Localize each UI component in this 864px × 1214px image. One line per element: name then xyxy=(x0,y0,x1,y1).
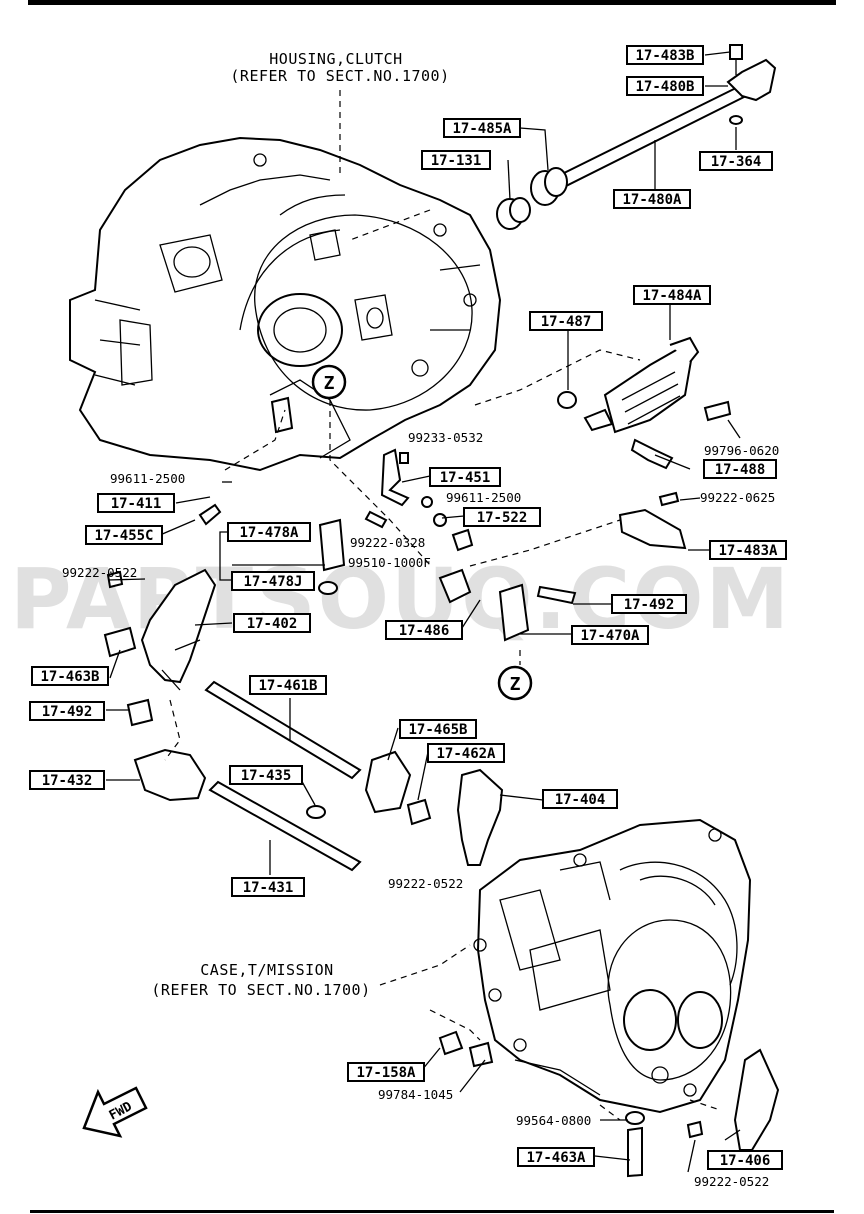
case-callout-line2: (REFER TO SECT.NO.1700) xyxy=(151,981,370,999)
part-label[interactable]: 17-455C xyxy=(85,525,163,545)
transmission-case-drawing xyxy=(473,818,752,1114)
svg-text:17-485A: 17-485A xyxy=(452,121,512,137)
svg-text:17-480B: 17-480B xyxy=(635,79,694,95)
svg-text:17-461B: 17-461B xyxy=(258,678,317,694)
svg-text:17-411: 17-411 xyxy=(111,496,162,512)
part-number[interactable]: 99222-0522 xyxy=(62,565,137,580)
svg-text:17-402: 17-402 xyxy=(247,616,298,632)
part-label[interactable]: 17-488 xyxy=(703,459,777,479)
part-number[interactable]: 99222-0328 xyxy=(350,535,425,550)
part-label[interactable]: 17-402 xyxy=(233,613,311,633)
svg-text:17-522: 17-522 xyxy=(477,510,528,526)
part-label[interactable]: 17-461B xyxy=(249,675,327,695)
svg-text:17-431: 17-431 xyxy=(243,880,294,896)
part-label[interactable]: 17-480B xyxy=(626,76,704,96)
svg-text:17-432: 17-432 xyxy=(42,773,93,789)
part-number[interactable]: 99222-0625 xyxy=(700,490,775,505)
svg-text:17-492: 17-492 xyxy=(624,597,675,613)
part-number[interactable]: 99784-1045 xyxy=(378,1087,453,1102)
housing-callout-line2: (REFER TO SECT.NO.1700) xyxy=(230,67,449,85)
svg-text:17-131: 17-131 xyxy=(431,153,482,169)
svg-text:17-465B: 17-465B xyxy=(408,722,467,738)
part-label[interactable]: 17-432 xyxy=(29,770,105,790)
z-marker-bottom-label: Z xyxy=(510,674,521,695)
svg-text:17-488: 17-488 xyxy=(715,462,766,478)
part-label[interactable]: 17-406 xyxy=(707,1150,783,1170)
part-number[interactable]: 99796-0620 xyxy=(704,443,779,458)
z-marker-top-label: Z xyxy=(324,373,335,394)
part-label[interactable]: 17-486 xyxy=(385,620,463,640)
part-number[interactable]: 99611-2500 xyxy=(446,490,521,505)
part-label[interactable]: 17-131 xyxy=(421,150,491,170)
part-label[interactable]: 17-158A xyxy=(347,1062,425,1082)
part-label[interactable]: 17-462A xyxy=(427,743,505,763)
part-number[interactable]: 99611-2500 xyxy=(110,471,185,486)
clutch-housing-drawing xyxy=(69,136,502,472)
svg-text:17-451: 17-451 xyxy=(440,470,491,486)
top-border xyxy=(28,0,836,5)
svg-text:17-462A: 17-462A xyxy=(436,746,496,762)
bottom-border xyxy=(30,1210,834,1213)
part-label[interactable]: 17-463A xyxy=(517,1147,595,1167)
part-label[interactable]: 17-492 xyxy=(611,594,687,614)
part-label[interactable]: 17-451 xyxy=(429,467,501,487)
svg-text:17-470A: 17-470A xyxy=(580,628,640,644)
svg-text:17-486: 17-486 xyxy=(399,623,450,639)
part-label[interactable]: 17-485A xyxy=(443,118,521,138)
reference-dashes xyxy=(164,90,721,1121)
part-label[interactable]: 17-435 xyxy=(229,765,303,785)
part-label[interactable]: 17-431 xyxy=(231,877,305,897)
part-label[interactable]: 17-465B xyxy=(399,719,477,739)
part-label[interactable]: 17-463B xyxy=(31,666,109,686)
svg-text:17-463B: 17-463B xyxy=(40,669,99,685)
svg-text:17-455C: 17-455C xyxy=(94,528,153,544)
part-label[interactable]: 17-483A xyxy=(709,540,787,560)
svg-text:17-487: 17-487 xyxy=(541,314,592,330)
svg-text:17-406: 17-406 xyxy=(720,1153,771,1169)
part-label[interactable]: 17-478J xyxy=(231,571,315,591)
fwd-arrow-icon: FWD xyxy=(82,1086,148,1138)
svg-text:17-435: 17-435 xyxy=(241,768,292,784)
svg-text:17-478A: 17-478A xyxy=(239,525,299,541)
z-marker-bottom: Z xyxy=(497,665,533,701)
part-label[interactable]: 17-492 xyxy=(29,701,105,721)
gate-plate-assembly xyxy=(380,336,732,642)
part-label[interactable]: 17-522 xyxy=(463,507,541,527)
svg-text:17-484A: 17-484A xyxy=(642,288,702,304)
part-number[interactable]: 99222-0522 xyxy=(388,876,463,891)
shift-forks xyxy=(103,396,780,1178)
part-number[interactable]: 99222-0522 xyxy=(694,1174,769,1189)
svg-text:17-404: 17-404 xyxy=(555,792,606,808)
case-callout-line1: CASE,T/MISSION xyxy=(200,961,333,979)
svg-text:17-158A: 17-158A xyxy=(356,1065,416,1081)
part-label[interactable]: 17-478A xyxy=(227,522,311,542)
part-label[interactable]: 17-411 xyxy=(97,493,175,513)
svg-text:17-483A: 17-483A xyxy=(718,543,778,559)
svg-text:17-480A: 17-480A xyxy=(622,192,682,208)
part-label[interactable]: 17-487 xyxy=(529,311,603,331)
leader-lines xyxy=(106,51,741,1173)
part-number[interactable]: 99564-0800 xyxy=(516,1113,591,1128)
part-number[interactable]: 99233-0532 xyxy=(408,430,483,445)
part-label[interactable]: 17-470A xyxy=(571,625,649,645)
svg-text:17-492: 17-492 xyxy=(42,704,93,720)
part-label[interactable]: 17-480A xyxy=(613,189,691,209)
svg-text:17-483B: 17-483B xyxy=(635,48,694,64)
housing-callout-line1: HOUSING,CLUTCH xyxy=(269,50,402,68)
svg-text:17-364: 17-364 xyxy=(711,154,762,170)
part-label[interactable]: 17-404 xyxy=(542,789,618,809)
svg-text:17-478J: 17-478J xyxy=(243,574,302,590)
part-label[interactable]: 17-483B xyxy=(626,45,704,65)
shift-rod-assembly xyxy=(496,44,777,230)
svg-text:17-463A: 17-463A xyxy=(526,1150,586,1166)
part-number[interactable]: 99510-1000F xyxy=(348,555,431,570)
part-label[interactable]: 17-484A xyxy=(633,285,711,305)
part-label[interactable]: 17-364 xyxy=(699,151,773,171)
z-marker-top: Z xyxy=(311,364,347,400)
